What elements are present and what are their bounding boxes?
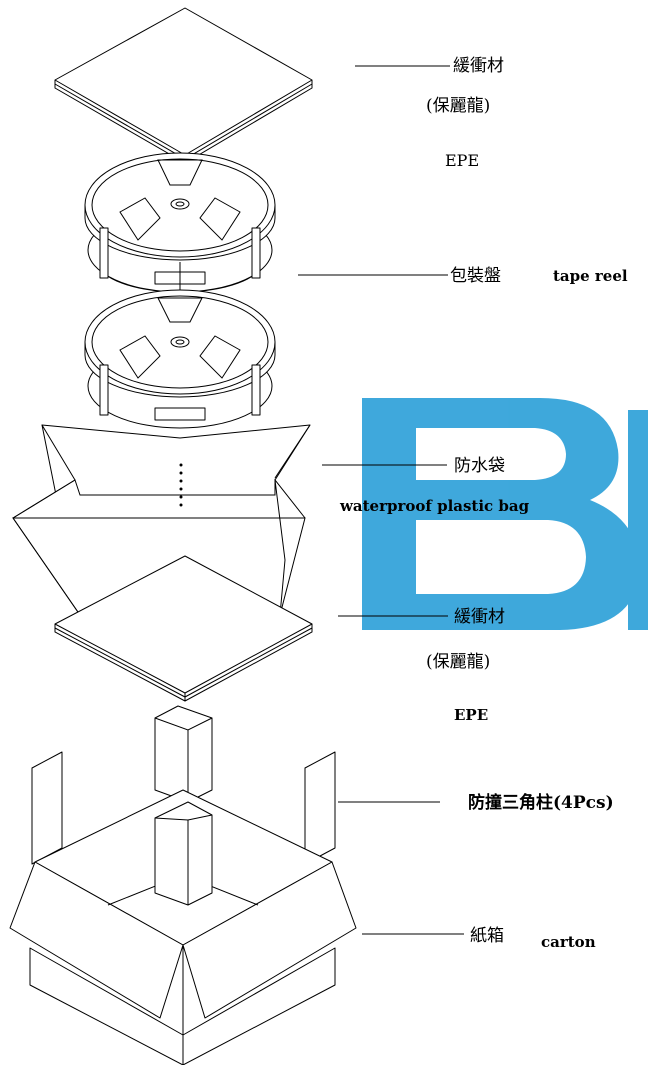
- label-bag-cn: 防水袋: [454, 456, 505, 476]
- label-epe-top-en: EPE: [445, 151, 479, 170]
- label-reel-en: tape reel: [553, 267, 628, 285]
- label-epe-bottom-en: EPE: [454, 706, 488, 724]
- label-carton-en: carton: [541, 933, 596, 951]
- label-triangle-cn: 防撞三角柱(4Pcs): [468, 792, 614, 813]
- label-carton-cn: 紙箱: [470, 926, 504, 946]
- epe-board-bottom: [54, 555, 313, 702]
- label-epe-top-cn: 緩衝材: [453, 56, 504, 76]
- label-reel-cn: 包裝盤: [450, 266, 501, 286]
- label-epe-top-paren: (保麗龍): [426, 96, 490, 116]
- carton-box: [9, 705, 357, 1065]
- tape-reel-1: [84, 152, 276, 293]
- label-bag-en: waterproof plastic bag: [339, 497, 530, 515]
- label-epe-bottom-paren: (保麗龍): [426, 652, 490, 672]
- tape-reel-2: [84, 289, 276, 429]
- waterproof-bag: [12, 424, 311, 616]
- label-epe-bottom-cn: 緩衝材: [454, 607, 505, 627]
- epe-board-top: [54, 7, 313, 164]
- watermark-logo: [362, 398, 648, 630]
